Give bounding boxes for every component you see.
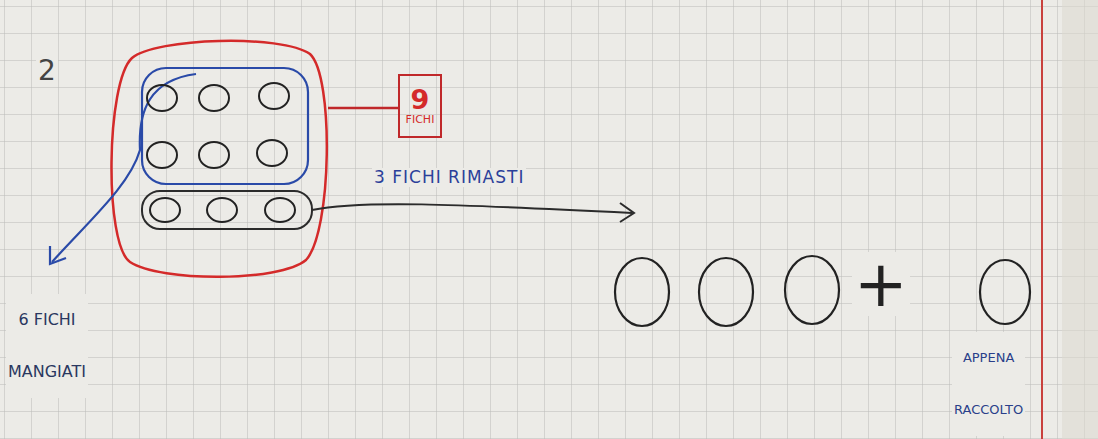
fig bbox=[147, 85, 177, 111]
remaining-arrow bbox=[312, 204, 632, 213]
fig bbox=[980, 260, 1030, 324]
page-shadow bbox=[1062, 0, 1098, 439]
arrowhead bbox=[50, 246, 66, 264]
plus-sign: + bbox=[852, 252, 910, 316]
fig bbox=[199, 85, 229, 111]
set-outline bbox=[111, 41, 326, 277]
handwritten-note: 3 FICHI RIMASTI bbox=[372, 168, 526, 187]
fig-circles bbox=[147, 83, 295, 222]
fig bbox=[785, 256, 839, 324]
fig bbox=[265, 198, 295, 222]
fig bbox=[199, 142, 229, 168]
fig bbox=[147, 142, 177, 168]
group-outline bbox=[142, 191, 312, 229]
handwritten-note: APPENA RACCOLTO bbox=[952, 332, 1025, 436]
margin-line bbox=[1041, 0, 1043, 439]
fig bbox=[699, 258, 753, 326]
number-box: 9FICHI bbox=[398, 74, 442, 138]
exercise-number: 2 bbox=[36, 56, 58, 87]
fig bbox=[150, 198, 180, 222]
leader-line bbox=[328, 107, 398, 110]
fig bbox=[207, 198, 237, 222]
group-outline bbox=[142, 68, 308, 184]
fig bbox=[259, 83, 289, 109]
fig bbox=[615, 258, 669, 326]
handwritten-note: 6 FICHI MANGIATI bbox=[6, 294, 88, 398]
arrowhead bbox=[620, 203, 634, 222]
fig bbox=[257, 140, 287, 166]
eaten-arrow bbox=[52, 74, 196, 262]
fig-circles bbox=[615, 256, 1030, 326]
unit-word: FICHI bbox=[406, 114, 435, 126]
number: 9 bbox=[411, 86, 430, 114]
